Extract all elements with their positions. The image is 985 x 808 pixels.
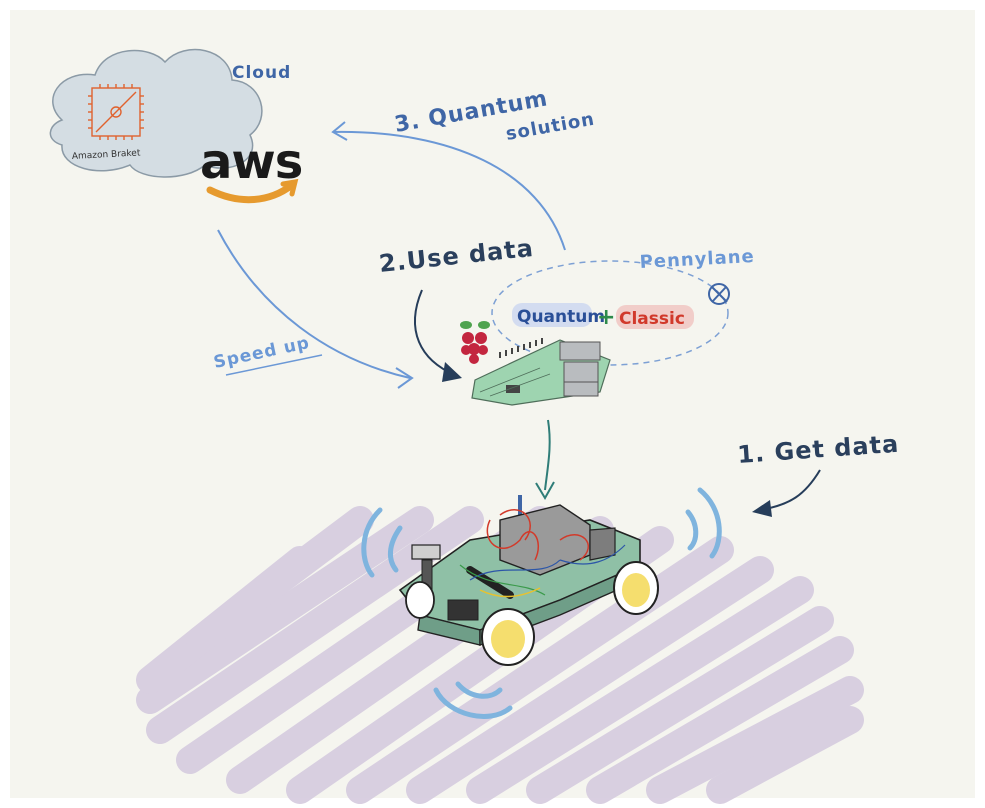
aws-smile-icon	[206, 181, 296, 204]
cloud-label: Cloud	[232, 63, 291, 83]
classic-highlight	[616, 305, 694, 329]
arrow-speed-up	[217, 229, 411, 379]
service-label: Amazon Braket	[72, 148, 141, 162]
quantum-highlight	[512, 303, 592, 327]
chip-icon	[88, 84, 144, 140]
raspberry-pi-icon	[460, 321, 490, 364]
cloud-shape	[49, 48, 263, 178]
plus-label: +	[597, 305, 615, 330]
quantum-label: Quantum	[517, 307, 605, 327]
arrow-board-to-car	[544, 419, 551, 491]
classic-label: Classic	[619, 309, 685, 329]
pennylane-logo	[708, 283, 730, 305]
raspberry-pi-board	[471, 338, 611, 406]
signal-waves	[361, 487, 722, 719]
arrow-quantum-solution	[332, 130, 566, 251]
ground-scribble	[136, 506, 864, 804]
car-icon	[398, 504, 659, 666]
aws-logo-text: aws	[200, 134, 302, 190]
pennylane-bubble	[491, 260, 729, 366]
